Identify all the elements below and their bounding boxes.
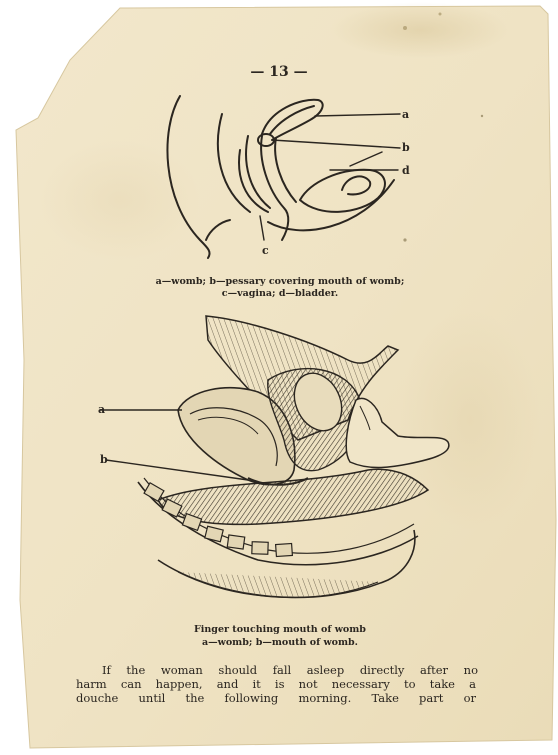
body-text-line-2: harm can happen, and it is not necessary… xyxy=(76,677,476,691)
fig1-label-a: a xyxy=(402,108,409,121)
fig1-label-d: d xyxy=(402,164,410,177)
fig1-label-b: b xyxy=(402,141,410,154)
body-text-line-3: douche until the following morning. Take… xyxy=(76,691,476,705)
figure-2-illustration xyxy=(98,310,458,615)
fig2-label-a: a xyxy=(98,403,105,416)
figure-1-caption-line-2: c—vagina; d—bladder. xyxy=(60,288,500,299)
fig2-label-b: b xyxy=(100,453,108,466)
body-text-line-1: If the woman should fall asleep directly… xyxy=(102,663,478,677)
figure-2-caption-line-1: Finger touching mouth of womb xyxy=(60,624,500,635)
fig1-label-c: c xyxy=(262,244,269,257)
figure-2-caption-line-2: a—womb; b—mouth of womb. xyxy=(60,637,500,648)
figure-1-caption-line-1: a—womb; b—pessary covering mouth of womb… xyxy=(60,276,500,287)
page-number: — 13 — xyxy=(0,64,558,80)
figure-1-diagram xyxy=(150,90,430,260)
